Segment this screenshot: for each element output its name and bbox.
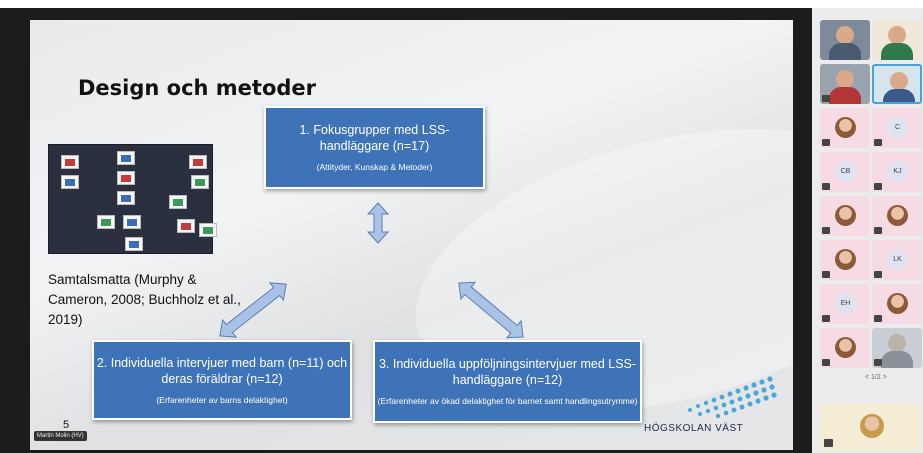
muted-mic-icon: ◾ xyxy=(874,139,882,146)
participant-tile[interactable]: ◾ xyxy=(820,240,870,280)
participant-tile[interactable]: C◾ xyxy=(872,108,922,148)
avatar-initials: C xyxy=(887,117,908,138)
muted-mic-icon xyxy=(824,439,833,447)
focus-group-text: 1. Fokusgrupper med LSS-handläggare (n=1… xyxy=(299,123,450,153)
vertical-double-arrow-icon xyxy=(366,202,390,244)
avatar xyxy=(887,205,908,226)
avatar-initials: EH xyxy=(835,293,856,314)
individual-interviews-subtext: (Erfarenheter av barns delaktighet) xyxy=(156,394,288,405)
muted-mic-icon: ◾ xyxy=(874,359,882,366)
participant-tile[interactable]: ◾ xyxy=(820,328,870,368)
muted-mic-icon: ◾ xyxy=(822,95,830,102)
participant-tile[interactable]: EH ◾ xyxy=(820,284,870,324)
avatar xyxy=(835,205,856,226)
muted-mic-icon: ◾ xyxy=(874,315,882,322)
muted-mic-icon: ◾ xyxy=(822,271,830,278)
avatar-initials: CB xyxy=(835,161,856,182)
individual-interviews-text: 2. Individuella intervjuer med barn (n=1… xyxy=(96,355,348,386)
participant-tile[interactable]: ◾ xyxy=(872,284,922,324)
presentation-slide: Design och metoder Samtalsmatta (Murphy … xyxy=(30,20,793,450)
shared-screen: Design och metoder Samtalsmatta (Murphy … xyxy=(0,8,812,453)
avatar xyxy=(835,337,856,358)
slide-title: Design och metoder xyxy=(78,76,317,100)
avatar xyxy=(887,293,908,314)
participant-tile[interactable]: KJ ◾ xyxy=(872,152,922,192)
muted-mic-icon: ◾ xyxy=(822,315,830,322)
muted-mic-icon: ◾ xyxy=(822,183,830,190)
participant-video-tile[interactable] xyxy=(872,64,922,104)
focus-group-subtext: (Attityder, Kunskap & Metoder) xyxy=(316,162,433,172)
slide-number: 5 xyxy=(63,419,70,431)
followup-interviews-box: 3. Individuella uppföljningsintervjuer m… xyxy=(373,340,642,423)
conversation-mat-photo xyxy=(48,144,217,254)
participant-tile[interactable]: CB ◾ xyxy=(820,152,870,192)
avatar-initials: LK xyxy=(887,249,908,270)
university-logo-text: HÖGSKOLAN VÄST xyxy=(644,423,744,434)
avatar xyxy=(835,249,856,270)
muted-mic-icon: ◾ xyxy=(822,359,830,366)
muted-mic-icon: ◾ xyxy=(874,271,882,278)
mat-citation: Samtalsmatta (Murphy & Cameron, 2008; Bu… xyxy=(48,272,241,327)
followup-interviews-text: 3. Individuella uppföljningsintervjuer m… xyxy=(378,357,637,387)
individual-interviews-box: 2. Individuella intervjuer med barn (n=1… xyxy=(92,340,352,420)
focus-group-box: 1. Fokusgrupper med LSS-handläggare (n=1… xyxy=(264,106,485,189)
participant-video-tile[interactable]: ◾ xyxy=(872,328,922,368)
participant-tile[interactable]: ◾ xyxy=(820,108,870,148)
participants-pager[interactable]: < 1/2 > xyxy=(865,374,887,381)
participant-video-tile[interactable]: ◾ xyxy=(820,64,870,104)
left-diagonal-double-arrow-icon xyxy=(219,282,287,338)
participant-video-tile[interactable] xyxy=(872,20,922,60)
followup-interviews-subtext: (Erfarenheter av ökad delaktighet för ba… xyxy=(377,396,638,406)
muted-mic-icon: ◾ xyxy=(822,139,830,146)
participant-tile[interactable]: LK ◾ xyxy=(872,240,922,280)
top-strip xyxy=(0,0,923,8)
participant-tile[interactable]: ◾ xyxy=(872,196,922,236)
participant-tile[interactable] xyxy=(820,404,920,450)
avatar xyxy=(860,414,884,438)
participants-panel: ◾ ◾ C◾ CB◾ KJ◾ ◾ ◾ ◾ LK◾ EH◾ ◾ ◾ ◾ xyxy=(812,8,923,453)
participant-video-tile[interactable] xyxy=(820,20,870,60)
muted-mic-icon: ◾ xyxy=(874,183,882,190)
presenter-name-label: Martin Molin (HV) xyxy=(34,431,87,441)
muted-mic-icon: ◾ xyxy=(822,227,830,234)
avatar xyxy=(835,117,856,138)
muted-mic-icon: ◾ xyxy=(874,227,882,234)
university-logo-dots-icon xyxy=(688,376,777,419)
participant-tile[interactable]: ◾ xyxy=(820,196,870,236)
avatar-initials: KJ xyxy=(887,161,908,182)
right-diagonal-double-arrow-icon xyxy=(458,281,524,339)
